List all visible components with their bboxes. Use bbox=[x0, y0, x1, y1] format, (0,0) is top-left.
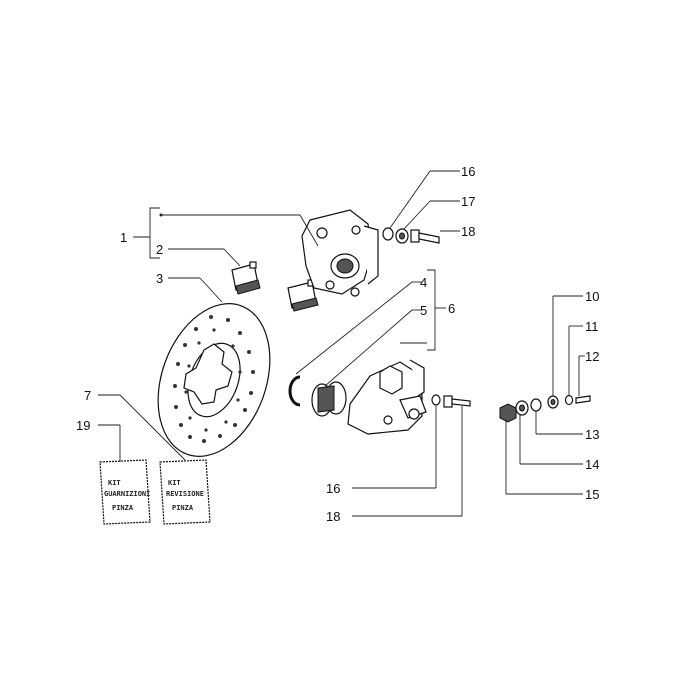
callout-12: 12 bbox=[585, 349, 599, 364]
bleeder-parts bbox=[499, 394, 591, 423]
brake-pads bbox=[231, 261, 319, 312]
bearing bbox=[311, 381, 347, 417]
callout-1: 1 bbox=[120, 230, 127, 245]
callout-18-upper: 18 bbox=[461, 224, 475, 239]
callout-4: 4 bbox=[420, 275, 427, 290]
callout-16-lower: 16 bbox=[326, 481, 340, 496]
callout-13: 13 bbox=[585, 427, 599, 442]
kit-revisione-line1: KIT bbox=[168, 479, 181, 487]
upper-bolt-set bbox=[382, 227, 440, 244]
callout-16-upper: 16 bbox=[461, 164, 475, 179]
kit-revisione-line3: PINZA bbox=[172, 504, 194, 512]
upper-brake-caliper bbox=[301, 209, 379, 297]
lower-brake-caliper bbox=[347, 359, 427, 435]
kit-revisione-pack: KIT REVISIONE PINZA bbox=[159, 459, 211, 525]
callout-11: 11 bbox=[585, 319, 599, 334]
callout-18-lower: 18 bbox=[326, 509, 340, 524]
kit-revisione-line2: REVISIONE bbox=[166, 490, 204, 498]
callout-17: 17 bbox=[461, 194, 475, 209]
retaining-ring bbox=[288, 375, 301, 407]
callout-15: 15 bbox=[585, 487, 599, 502]
kit-guarnizioni-line1: KIT bbox=[108, 479, 121, 487]
callout-10: 10 bbox=[585, 289, 599, 304]
callout-19: 19 bbox=[76, 418, 90, 433]
brake-disc bbox=[157, 303, 271, 457]
callout-numbers: 1 2 3 4 5 6 7 19 16 17 18 16 18 10 11 12… bbox=[76, 164, 599, 524]
callout-7: 7 bbox=[84, 388, 91, 403]
callout-3: 3 bbox=[156, 271, 163, 286]
kit-guarnizioni-line3: PINZA bbox=[112, 504, 134, 512]
callout-2: 2 bbox=[156, 242, 163, 257]
callout-5: 5 bbox=[420, 303, 427, 318]
kit-guarnizioni-pack: KIT GUARNIZIONI PINZA bbox=[99, 459, 151, 525]
kit-guarnizioni-line2: GUARNIZIONI bbox=[104, 490, 150, 498]
callout-14: 14 bbox=[585, 457, 599, 472]
lower-bolt-set bbox=[431, 394, 471, 408]
callout-6: 6 bbox=[448, 301, 455, 316]
leader-lines bbox=[98, 170, 585, 517]
